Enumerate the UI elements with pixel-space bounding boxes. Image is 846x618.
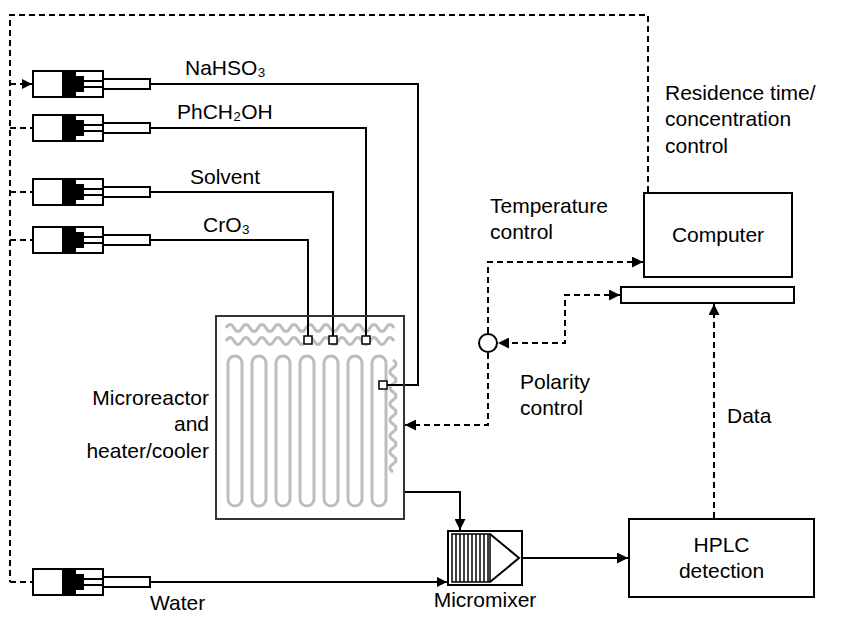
reagent-label: CrO₃ [203,212,250,238]
pump-nozzle [103,187,150,197]
feed-line [150,84,418,385]
pump-plunger [62,180,76,204]
pump-plunger [62,228,76,252]
syringe-pump [33,115,150,141]
pump-rod [84,124,103,126]
inlet-port [362,336,370,344]
control-signal-arrow [405,353,488,425]
pump-rod [84,80,103,82]
pump-rod [84,194,103,196]
pump-nozzle [103,577,150,587]
pump-barrel [33,115,103,141]
syringe-pump [33,569,150,595]
pump-nozzle [103,235,150,245]
box-label: Computer [672,222,764,248]
reactor-channel [226,325,394,332]
pump-barrel [33,569,103,595]
pump-barrel [33,227,103,253]
syringe-pump [33,227,150,253]
control-line [10,83,32,85]
inlet-ports [304,336,387,389]
feed-line [150,128,366,340]
inlet-port [304,336,312,344]
pump-plunger [62,570,76,594]
reactor-channel [300,356,314,506]
reactor-channel [390,360,396,472]
pump-plunger [76,184,84,200]
pump-plunger [62,116,76,140]
inlet-port [329,336,337,344]
reactor-channel [276,356,290,506]
pump-rod [84,584,103,586]
pump-plunger [76,76,84,92]
process-box: HPLC detection [628,518,815,598]
reagent-label: Water [150,590,205,616]
pump-rod [84,130,103,132]
control-label: Temperature control [490,193,640,246]
reactor-channel [324,356,338,506]
control-lines [10,15,648,582]
micromixer-box: Micromixer [447,530,523,586]
node-heading: Microreactor and heater/cooler [59,385,209,464]
control-signal-arrow [498,295,620,343]
microreactor-box: Microreactor and heater/cooler [215,315,405,520]
pump-barrel [33,71,103,97]
pump-plunger [76,574,84,590]
feed-lines [150,84,447,582]
control-line [10,15,648,582]
reactor-channel [252,356,266,506]
node-heading: Micromixer [434,587,537,613]
reagent-label: PhCH₂OH [177,99,273,125]
pump-plunger [76,120,84,136]
mixer-lamination [452,534,490,582]
pump-rod [84,242,103,244]
pump-rod [84,188,103,190]
control-line [10,191,32,193]
reactor-channels [226,325,396,507]
pump-nozzle [103,123,150,133]
reactor-channel [372,356,386,506]
pump-plunger [62,72,76,96]
water-line [150,581,447,583]
node-heading: Polarity control [520,369,620,422]
syringe-pump [33,71,150,97]
pump-rod [84,578,103,580]
pump-plunger [76,232,84,248]
reactor-channel [348,356,362,506]
mixer-lamination [456,534,488,582]
feed-line [150,192,333,340]
computer-bar [620,286,795,304]
control-line [10,239,32,241]
syringe-pump [33,179,150,205]
reagent-label: Solvent [190,164,260,190]
reagent-label: NaHSO₃ [185,55,266,81]
pump-barrel [33,179,103,205]
reactor-channel [228,356,242,506]
pump-rod [84,236,103,238]
box-label: HPLC detection [657,532,787,585]
signal-label: Data [727,403,771,429]
feed-line [150,240,308,340]
micromixer-symbol [452,534,519,582]
pump-rod [84,86,103,88]
control-label: Residence time/ concentration control [665,80,840,159]
control-line [10,581,32,583]
polarity-control-circle: Polarity control [478,333,498,353]
flow-arrow [523,557,628,559]
mixer-outlet [490,534,519,582]
flow-arrow [405,492,460,530]
control-line [10,127,32,129]
inlet-port [379,381,387,389]
control-signal-arrow [713,304,715,518]
computer-box: Computer [643,192,793,278]
pump-nozzle [103,79,150,89]
